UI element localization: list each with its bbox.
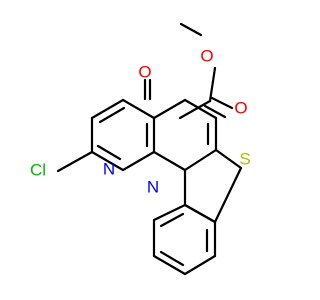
bond-benz-double-2 bbox=[159, 250, 185, 267]
atom-n-ring: N bbox=[147, 177, 159, 196]
atom-chlorine: Cl bbox=[30, 160, 46, 179]
atom-o-carbonyl: O bbox=[234, 98, 247, 117]
bond-pyr-6 bbox=[121, 150, 156, 172]
bond-pyr-5 bbox=[90, 150, 125, 172]
bond-c-cl bbox=[56, 150, 94, 173]
structure-canvas: O O O S Cl N N bbox=[30, 22, 251, 276]
bond-ester-carbonyl-b bbox=[203, 104, 227, 119]
bond-benz-4 bbox=[183, 254, 217, 276]
bond-pyr-double-2 bbox=[96, 144, 122, 161]
bond-benz-6 bbox=[183, 203, 217, 224]
atom-o-methyl: O bbox=[200, 46, 213, 65]
bond-central-2 bbox=[183, 98, 218, 120]
molecule-diagram: O O O S Cl N N bbox=[29, 22, 251, 276]
atom-n-pyridine: N bbox=[103, 159, 115, 178]
bond-benz-1 bbox=[152, 203, 187, 222]
atom-sulfur: S bbox=[239, 149, 250, 168]
bond-pyr-1 bbox=[90, 98, 125, 120]
bond-thiazole-4 bbox=[213, 166, 243, 224]
bond-pyr-double-1 bbox=[98, 106, 126, 124]
bond-central-1 bbox=[152, 98, 187, 120]
bond-central-5 bbox=[152, 150, 187, 172]
bond-benz-3 bbox=[152, 254, 187, 276]
bond-ester-carbon-c6 bbox=[178, 99, 212, 120]
bond-central-4 bbox=[183, 148, 218, 172]
bond-o-ester-carbon bbox=[208, 66, 217, 103]
atom-o-ketone: O bbox=[138, 62, 151, 81]
bond-benz-double-1 bbox=[159, 212, 185, 228]
bond-methyl-o bbox=[179, 22, 203, 37]
bond-thiazole-1 bbox=[214, 148, 243, 170]
bond-ester-carbonyl-a bbox=[210, 96, 234, 110]
bond-pyr-2 bbox=[121, 98, 156, 120]
